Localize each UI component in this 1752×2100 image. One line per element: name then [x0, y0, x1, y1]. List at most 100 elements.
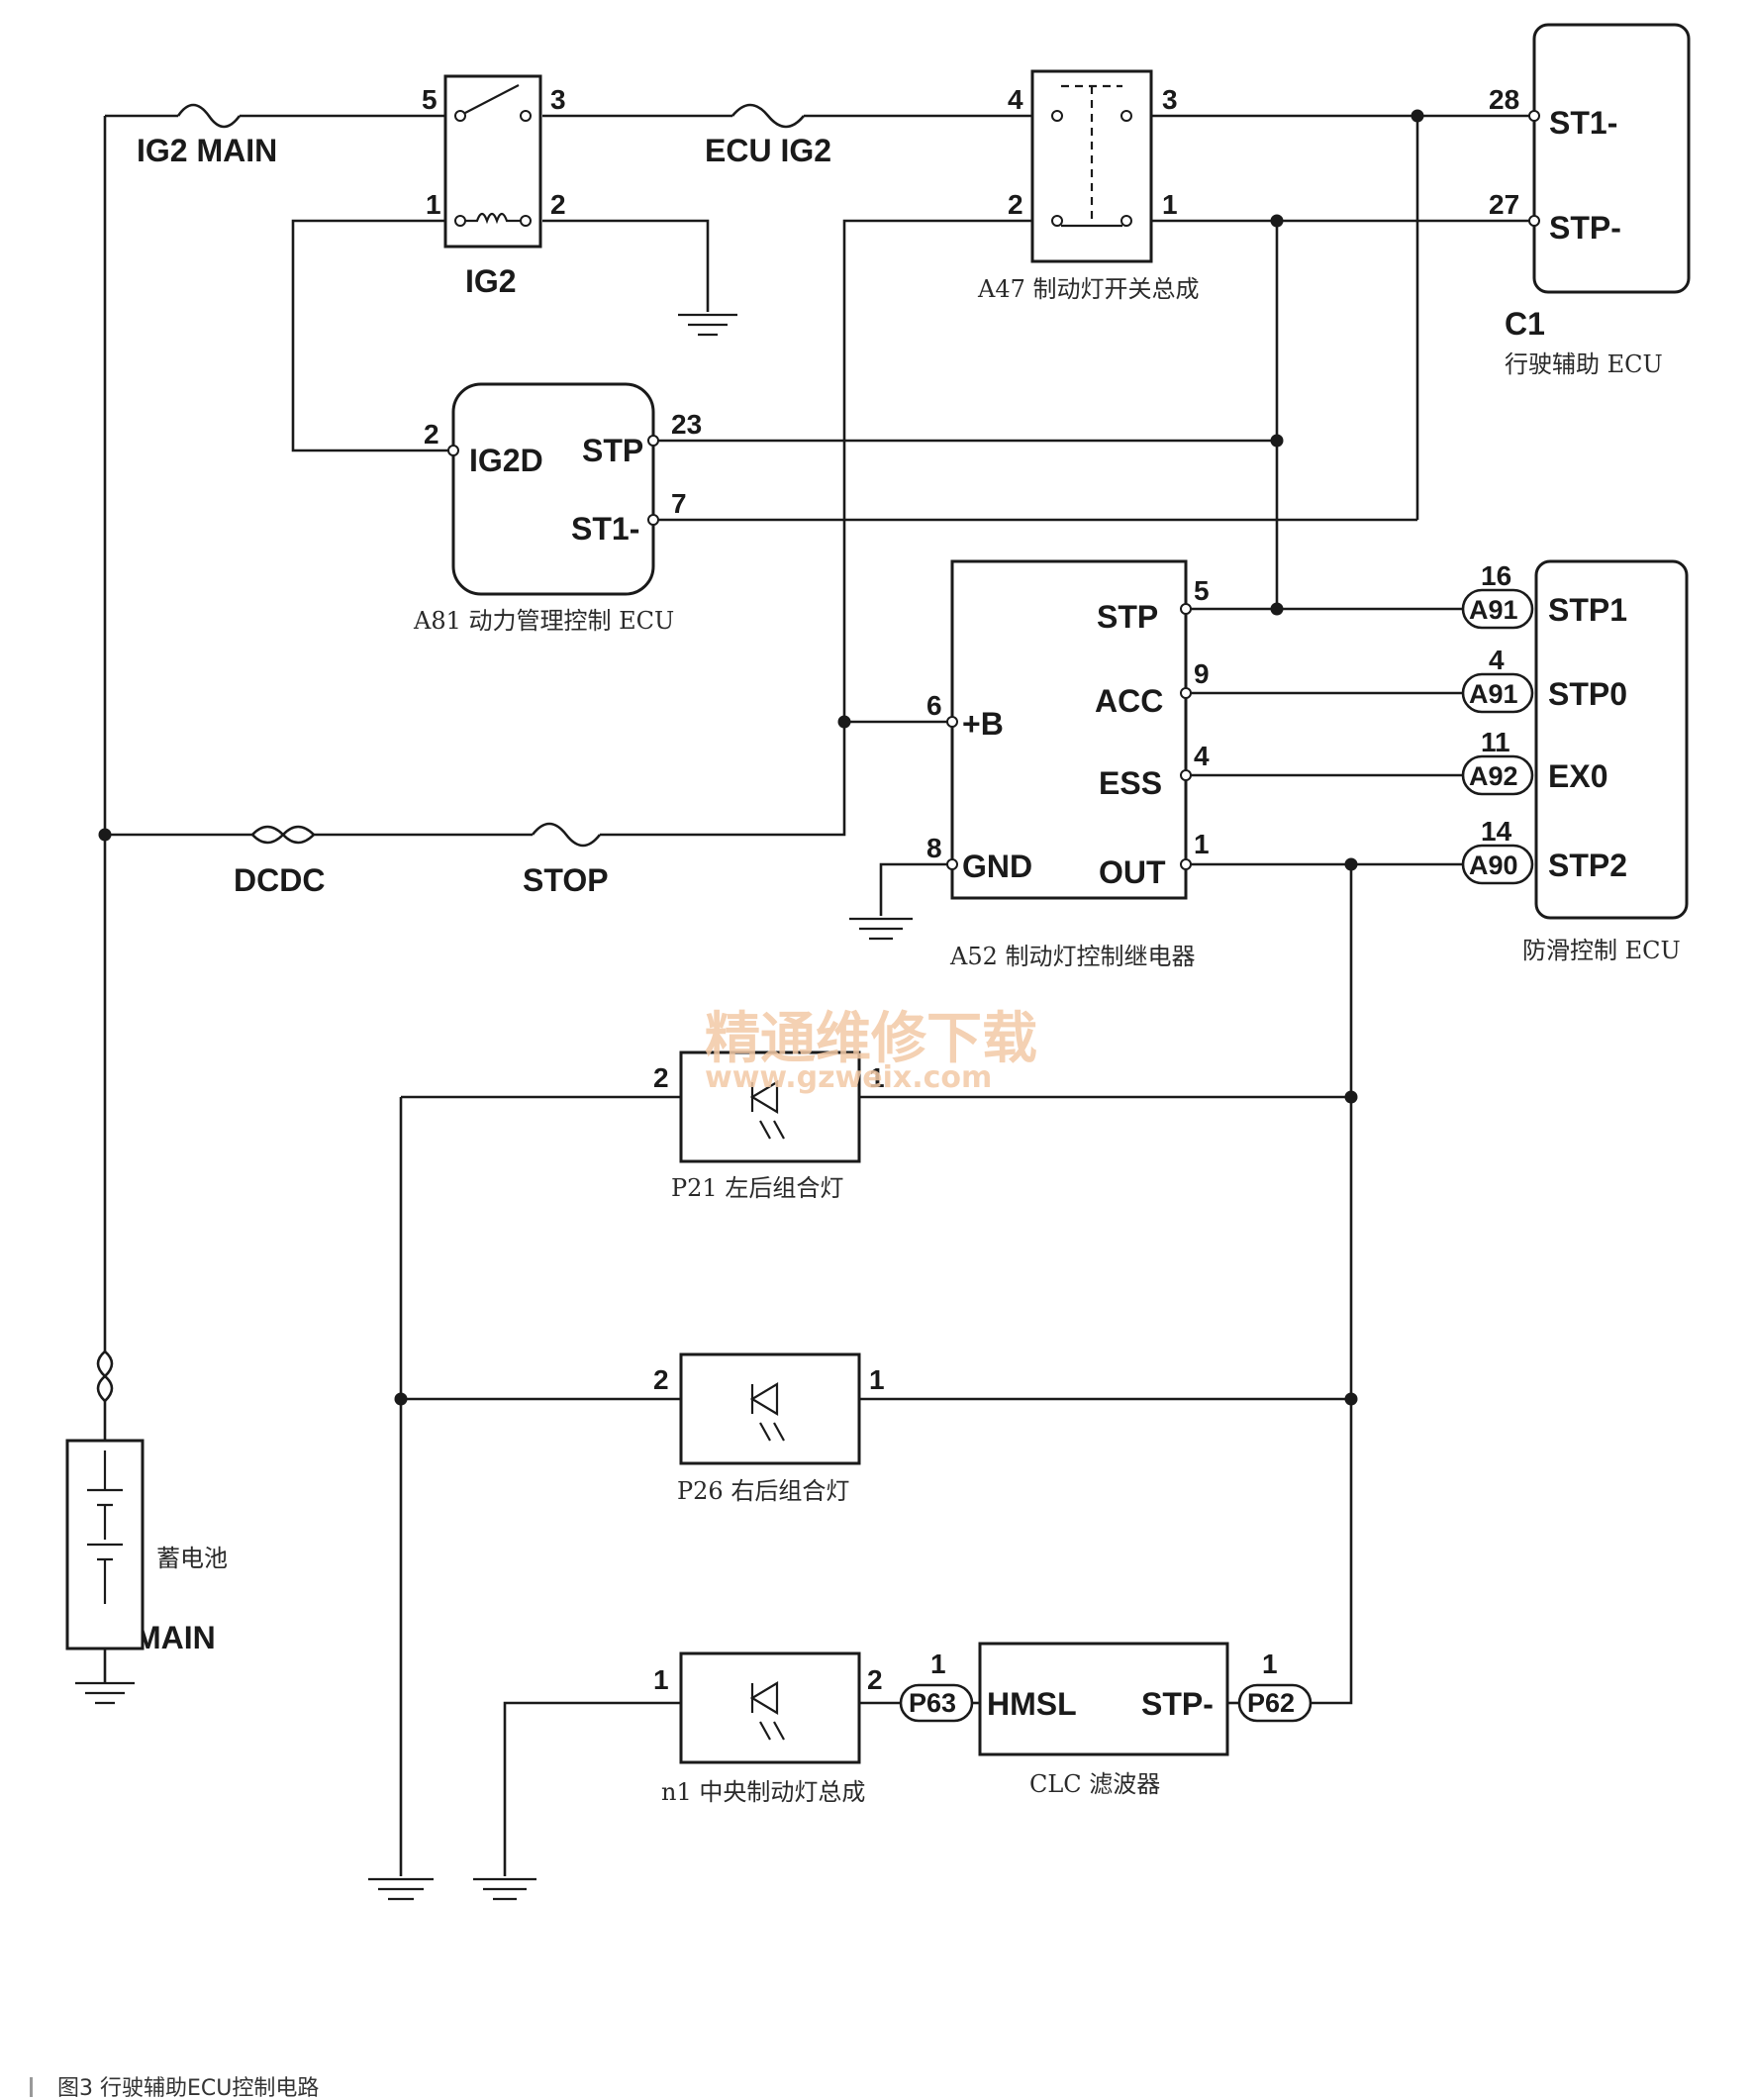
c1-code: C1 [1505, 306, 1545, 342]
a52-b: +B [962, 706, 1004, 742]
a47-caption: A47 制动灯开关总成 [977, 275, 1200, 303]
abs-signal-label: STP2 [1548, 848, 1627, 883]
fuse-label-stop: STOP [523, 862, 609, 898]
abs-connector [1461, 588, 1534, 630]
a47-brake-switch: 4 3 2 1 A47 制动灯开关总成 [977, 69, 1200, 303]
conn-p62 [1237, 1683, 1313, 1723]
a52-pin-6: 6 [926, 690, 942, 721]
p21-pin-2: 2 [653, 1062, 669, 1093]
a47-pin-3: 3 [1162, 84, 1178, 115]
c1-caption: 行驶辅助 ECU [1505, 350, 1663, 378]
ig2-pin-2: 2 [550, 189, 566, 220]
fuse-ig2-main: IG2 MAIN [137, 103, 277, 168]
fuse-label-ig2-main: IG2 MAIN [137, 133, 277, 168]
c1-pin-27: 27 [1489, 189, 1519, 220]
fuse-label-dcdc: DCDC [234, 862, 325, 898]
clc-pin-right: 1 [1262, 1649, 1278, 1679]
a81-ig2d: IG2D [469, 443, 543, 478]
abs-pin-number: 14 [1481, 816, 1512, 847]
fuse-dcdc: DCDC [234, 821, 325, 898]
ground-symbol [473, 1877, 536, 1901]
a52-caption: A52 制动灯控制继电器 [949, 943, 1196, 970]
n1-pin-2: 2 [867, 1664, 883, 1695]
abs-connector-label: A91 [1469, 679, 1518, 709]
a52-pin-9: 9 [1194, 658, 1210, 689]
fuse-ecu-ig2: ECU IG2 [705, 103, 831, 168]
watermark-title: 精通维修下载 [705, 1007, 1037, 1071]
a52-pin-1: 1 [1194, 829, 1210, 859]
abs-connector [1461, 672, 1534, 714]
a52-out: OUT [1099, 854, 1166, 890]
figure-caption: 图3 行驶辅助ECU控制电路 [57, 2076, 319, 2100]
abs-signal-label: STP0 [1548, 676, 1627, 712]
a81-caption: A81 动力管理控制 ECU [413, 607, 674, 635]
a47-pin-4: 4 [1008, 84, 1023, 115]
watermark-url: www.gzweix.com [705, 1060, 992, 1095]
a52-acc: ACC [1095, 683, 1163, 719]
p21-left-rear-lamp: 2 1 P21 左后组合灯 [653, 1050, 885, 1202]
p26-caption: P26 右后组合灯 [677, 1477, 849, 1505]
a52-pin-4: 4 [1194, 741, 1210, 771]
ig2-relay: 5 3 1 2 IG2 [422, 74, 566, 299]
c1-pin-28: 28 [1489, 84, 1519, 115]
a52-gnd: GND [962, 849, 1032, 884]
clc-stp: STP- [1141, 1686, 1214, 1722]
a81-pin-2: 2 [424, 419, 439, 450]
n1-caption: n1 中央制动灯总成 [661, 1778, 865, 1806]
abs-connector [1461, 754, 1534, 796]
a52-stp: STP [1097, 599, 1158, 635]
junctions [98, 109, 1424, 1406]
p21-caption: P21 左后组合灯 [671, 1174, 843, 1202]
clc-filter: P63 P62 1 1 HMSL STP- CLC 滤波器 [899, 1642, 1313, 1798]
battery-caption: 蓄电池 [156, 1545, 228, 1572]
ground-symbol [678, 313, 737, 337]
conn-p63-label: P63 [909, 1688, 956, 1718]
a52-pin-5: 5 [1194, 575, 1210, 606]
a81-power-mgmt-ecu: 2 23 7 IG2D STP ST1- A81 动力管理控制 ECU [413, 382, 702, 635]
battery: 蓄电池 [65, 1439, 228, 1705]
abs-caption: 防滑控制 ECU [1522, 937, 1681, 964]
a81-st1: ST1- [571, 511, 639, 547]
ig2-pin-1: 1 [426, 189, 441, 220]
c1-drive-assist-ecu: 28 27 ST1- STP- C1 行驶辅助 ECU [1489, 23, 1691, 378]
p26-pin-1: 1 [869, 1364, 885, 1395]
c1-stp: STP- [1549, 210, 1621, 246]
a47-pin-2: 2 [1008, 189, 1023, 220]
fuse-stop: STOP [523, 821, 609, 898]
ig2-pin-5: 5 [422, 84, 438, 115]
a81-stp: STP [582, 433, 643, 468]
caption-marker [30, 2077, 33, 2097]
abs-connector [1461, 844, 1534, 885]
a81-pin-7: 7 [671, 488, 687, 519]
abs-connector-label: A90 [1469, 850, 1518, 880]
conn-p63 [899, 1683, 974, 1723]
p26-right-rear-lamp: 2 1 P26 右后组合灯 [653, 1352, 885, 1505]
fuse-label-ecu-ig2: ECU IG2 [705, 133, 831, 168]
abs-signal-label: STP1 [1548, 592, 1627, 628]
a52-ess: ESS [1099, 765, 1162, 801]
abs-pin-number: 11 [1481, 727, 1510, 757]
fuse-main: MAIN [91, 1350, 216, 1655]
a52-pin-8: 8 [926, 833, 942, 863]
conn-p62-label: P62 [1247, 1688, 1295, 1718]
ground-symbol [849, 917, 913, 941]
wires [103, 114, 1534, 1876]
n1-center-brake-lamp: 1 2 n1 中央制动灯总成 [653, 1651, 883, 1806]
n1-pin-1: 1 [653, 1664, 669, 1695]
p21-pin-1: 1 [869, 1062, 885, 1093]
abs-connector-label: A92 [1469, 761, 1518, 791]
abs-connector-label: A91 [1469, 595, 1518, 625]
clc-pin-left: 1 [930, 1649, 946, 1679]
c1-st1: ST1- [1549, 105, 1617, 141]
ig2-label: IG2 [465, 263, 517, 299]
clc-caption: CLC 滤波器 [1029, 1770, 1160, 1798]
p26-pin-2: 2 [653, 1364, 669, 1395]
abs-pin-number: 4 [1489, 645, 1505, 675]
a52-brake-light-relay: 6 8 5 9 4 1 +B GND STP ACC ESS OUT A52 制… [926, 559, 1210, 970]
